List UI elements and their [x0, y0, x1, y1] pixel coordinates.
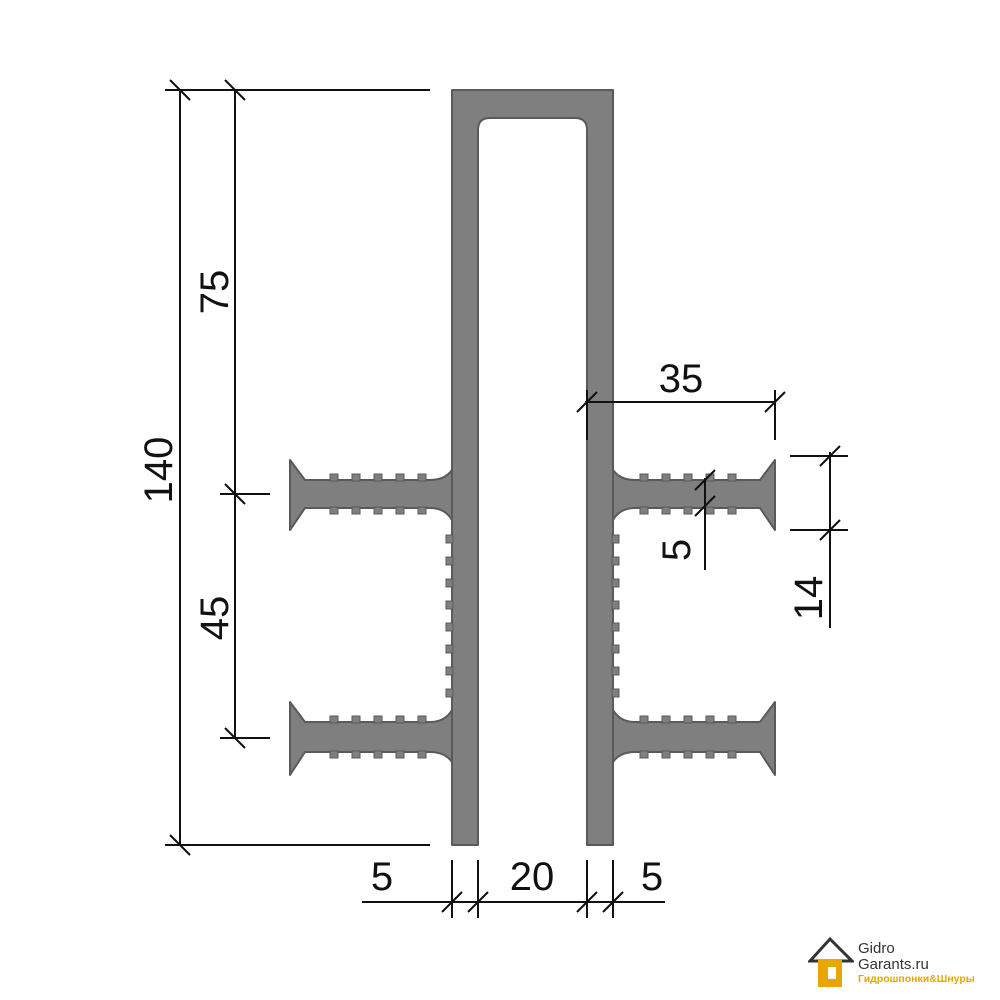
web-tooth	[445, 534, 454, 544]
flange-tooth	[417, 506, 427, 515]
flange-tooth	[417, 473, 427, 482]
flange-tooth	[373, 506, 383, 515]
flange-tooth	[417, 750, 427, 759]
dim-lower-section: 45	[193, 596, 237, 641]
right-lower-flange	[612, 701, 776, 776]
web-tooth	[445, 644, 454, 654]
flange-tooth	[727, 750, 737, 759]
flange-tooth	[683, 750, 693, 759]
flange-tooth	[329, 750, 339, 759]
house-icon	[808, 936, 854, 987]
flange-tooth	[661, 473, 671, 482]
flange-tooth	[329, 506, 339, 515]
dimension-lines	[165, 79, 848, 918]
flange-tooth	[639, 506, 649, 515]
dim-rib-pitch: 14	[787, 576, 831, 621]
web-tooth	[611, 688, 620, 698]
flange-tooth	[417, 715, 427, 724]
flange-tooth	[351, 715, 361, 724]
web-tooth	[611, 600, 620, 610]
dim-rib-length: 35	[659, 357, 704, 401]
flange-tooth	[661, 506, 671, 515]
profile-body	[289, 89, 776, 846]
flange-tooth	[395, 750, 405, 759]
dim-upper-section: 75	[193, 270, 237, 315]
gidrogarants-logo: Gidro Garants.ru Гидрошпонки&Шнуры	[808, 933, 993, 993]
right-upper-flange	[612, 459, 776, 531]
flange-tooth	[351, 506, 361, 515]
logo-line1: Gidro	[858, 940, 895, 957]
dim-overall-height: 140	[137, 437, 181, 504]
left-lower-flange	[289, 701, 453, 776]
dim-rib-thickness: 5	[655, 539, 699, 561]
flange-tooth	[683, 715, 693, 724]
flange-teeth	[329, 473, 737, 759]
flange-tooth	[351, 473, 361, 482]
web-tooth	[445, 688, 454, 698]
web-tooth	[611, 578, 620, 588]
web-tooth	[611, 666, 620, 676]
flange-tooth	[683, 506, 693, 515]
flange-tooth	[329, 715, 339, 724]
flange-tooth	[705, 750, 715, 759]
flange-tooth	[727, 715, 737, 724]
logo-line2: Garants.ru	[858, 956, 929, 973]
flange-tooth	[639, 473, 649, 482]
flange-tooth	[329, 473, 339, 482]
flange-tooth	[351, 750, 361, 759]
flange-tooth	[373, 715, 383, 724]
web-tooth	[445, 600, 454, 610]
dim-inner-gap: 20	[510, 855, 555, 899]
web-tooth	[611, 622, 620, 632]
flange-tooth	[727, 506, 737, 515]
u-channel	[451, 89, 614, 846]
flange-tooth	[639, 750, 649, 759]
dim-wall-right: 5	[641, 855, 663, 899]
flange-tooth	[727, 473, 737, 482]
flange-tooth	[705, 715, 715, 724]
flange-tooth	[661, 715, 671, 724]
left-upper-flange	[289, 459, 453, 531]
flange-tooth	[373, 473, 383, 482]
dim-wall-left: 5	[371, 855, 393, 899]
flange-tooth	[395, 473, 405, 482]
flange-tooth	[639, 715, 649, 724]
web-tooth	[445, 556, 454, 566]
web-tooth	[611, 556, 620, 566]
flange-tooth	[705, 506, 715, 515]
flange-tooth	[661, 750, 671, 759]
web-tooth	[445, 666, 454, 676]
flange-tooth	[395, 506, 405, 515]
web-tooth	[445, 622, 454, 632]
logo-tagline: Гидрошпонки&Шнуры	[858, 973, 975, 985]
web-tooth	[445, 578, 454, 588]
web-tooth	[611, 644, 620, 654]
flange-tooth	[683, 473, 693, 482]
flange-tooth	[373, 750, 383, 759]
flange-tooth	[395, 715, 405, 724]
web-tooth	[611, 534, 620, 544]
